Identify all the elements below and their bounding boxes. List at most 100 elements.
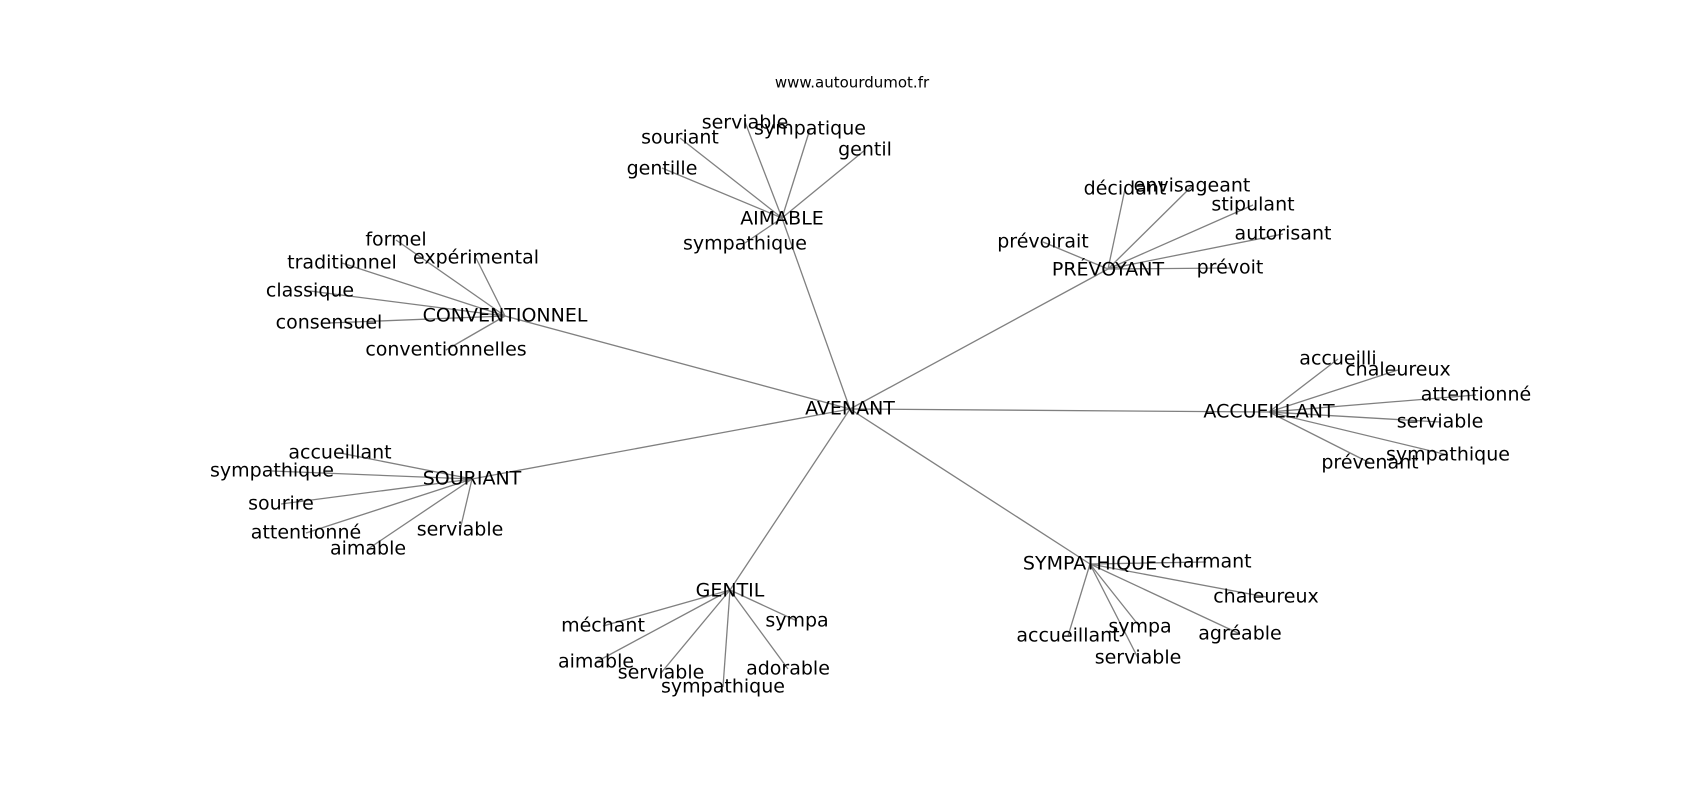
node-hub-label: PRÉVOYANT bbox=[1052, 258, 1165, 281]
edge-3-1 bbox=[1268, 369, 1399, 413]
edge-2-5 bbox=[445, 315, 506, 351]
edge-4-4 bbox=[367, 478, 473, 550]
node-word-label: sympatique bbox=[754, 118, 866, 140]
edge-4-2 bbox=[280, 478, 473, 505]
edge-3-0 bbox=[1268, 358, 1339, 413]
node-word-label: consensuel bbox=[276, 312, 383, 334]
node-word-label: aimable bbox=[558, 651, 634, 673]
edge-2-0 bbox=[395, 239, 506, 317]
edge-2-3 bbox=[309, 290, 506, 317]
edge-6-1 bbox=[595, 589, 731, 663]
edge-5-4 bbox=[1089, 563, 1139, 659]
source-url: www.autourdumot.fr bbox=[775, 74, 930, 92]
node-word-label: sympa bbox=[1108, 616, 1171, 638]
node-word-label: gentille bbox=[627, 158, 698, 180]
node-word-label: serviable bbox=[702, 112, 789, 134]
edge-3-5 bbox=[1268, 411, 1371, 464]
node-word-label: sourire bbox=[248, 493, 314, 515]
edge-6-2 bbox=[660, 589, 731, 674]
edge-2-4 bbox=[328, 315, 506, 324]
node-word-label: traditionnel bbox=[287, 252, 397, 274]
node-word-label: attentionné bbox=[251, 522, 361, 544]
node-hub-label: ACCUEILLANT bbox=[1203, 401, 1335, 423]
edge-1-1 bbox=[1107, 188, 1126, 270]
edge-1-4 bbox=[1107, 233, 1284, 270]
edge-2-1 bbox=[475, 257, 506, 317]
edge-0-2 bbox=[679, 137, 783, 219]
edge-4-3 bbox=[305, 478, 473, 534]
edge-4-1 bbox=[271, 470, 473, 480]
edge-center-2 bbox=[504, 315, 851, 410]
node-word-label: accueillant bbox=[1016, 625, 1119, 647]
node-word-label: serviable bbox=[1095, 647, 1182, 669]
node-word-label: accueilli bbox=[1299, 348, 1376, 370]
node-word-label: accueillant bbox=[288, 442, 391, 464]
edge-2-2 bbox=[341, 262, 506, 317]
node-word-label: prévoit bbox=[1197, 257, 1264, 279]
edge-5-3 bbox=[1089, 563, 1141, 628]
edge-center-4 bbox=[471, 408, 851, 480]
edge-center-1 bbox=[849, 268, 1109, 410]
node-word-label: stipulant bbox=[1211, 194, 1294, 216]
node-word-label: serviable bbox=[417, 519, 504, 541]
edge-center-6 bbox=[729, 408, 851, 591]
edge-0-3 bbox=[744, 121, 783, 219]
edge-5-2 bbox=[1089, 563, 1241, 635]
edge-6-3 bbox=[722, 589, 731, 688]
edge-0-0 bbox=[744, 217, 783, 244]
edge-5-5 bbox=[1067, 563, 1091, 637]
edge-5-1 bbox=[1089, 563, 1267, 598]
node-hub-label: SOURIANT bbox=[423, 468, 522, 490]
node-word-label: formel bbox=[365, 229, 426, 251]
edge-1-2 bbox=[1107, 185, 1193, 270]
edge-3-2 bbox=[1268, 394, 1477, 413]
edge-center-5 bbox=[849, 408, 1091, 565]
node-word-label: serviable bbox=[618, 662, 705, 684]
node-word-label: prévoirait bbox=[997, 231, 1088, 253]
node-word-label: sympathique bbox=[661, 676, 785, 698]
node-word-label: autorisant bbox=[1235, 223, 1332, 245]
node-word-label: prévenant bbox=[1321, 452, 1418, 474]
node-word-label: méchant bbox=[561, 615, 645, 637]
node-word-label: sympa bbox=[765, 610, 828, 632]
node-word-label: charmant bbox=[1160, 551, 1251, 573]
edge-3-4 bbox=[1268, 411, 1449, 456]
node-hub-label: CONVENTIONNEL bbox=[423, 305, 588, 327]
edge-6-4 bbox=[729, 589, 789, 670]
node-word-label: agréable bbox=[1198, 623, 1281, 645]
edge-1-0 bbox=[1042, 241, 1109, 270]
node-word-label: envisageant bbox=[1134, 175, 1251, 197]
node-word-label: classique bbox=[266, 280, 354, 302]
node-hub-label: SYMPATHIQUE bbox=[1023, 553, 1157, 575]
node-word-label: sympathique bbox=[683, 233, 807, 255]
edge-0-4 bbox=[781, 128, 811, 219]
node-word-label: souriant bbox=[641, 127, 719, 149]
node-word-label: expérimental bbox=[413, 247, 539, 269]
graph-labels: AVENANT AIMABLE sympathique gentille sourian… bbox=[210, 112, 1531, 698]
node-word-label: conventionnelles bbox=[365, 339, 526, 361]
graph-edges bbox=[271, 121, 1477, 688]
node-hub-label: GENTIL bbox=[696, 580, 765, 602]
edge-6-0 bbox=[602, 589, 731, 627]
node-word-label: attentionné bbox=[1421, 384, 1531, 406]
edge-0-5 bbox=[781, 149, 866, 219]
node-center-label: AVENANT bbox=[805, 398, 895, 420]
node-word-label: gentil bbox=[838, 139, 892, 161]
edge-3-3 bbox=[1268, 411, 1441, 423]
node-word-label: sympathique bbox=[1386, 444, 1510, 466]
node-word-label: adorable bbox=[746, 658, 830, 680]
edge-4-5 bbox=[459, 478, 473, 531]
edge-1-3 bbox=[1107, 204, 1254, 270]
edge-1-5 bbox=[1107, 267, 1231, 270]
node-word-label: sympathique bbox=[210, 460, 334, 482]
node-word-label: chaleureux bbox=[1345, 359, 1451, 381]
edge-6-5 bbox=[729, 589, 798, 622]
node-word-label: décidant bbox=[1084, 178, 1167, 200]
node-hub-label: AIMABLE bbox=[740, 208, 824, 230]
edge-4-0 bbox=[339, 452, 473, 480]
node-word-label: serviable bbox=[1397, 411, 1484, 433]
node-word-label: chaleureux bbox=[1213, 586, 1319, 608]
edge-center-0 bbox=[781, 217, 851, 410]
edge-0-1 bbox=[661, 167, 783, 219]
